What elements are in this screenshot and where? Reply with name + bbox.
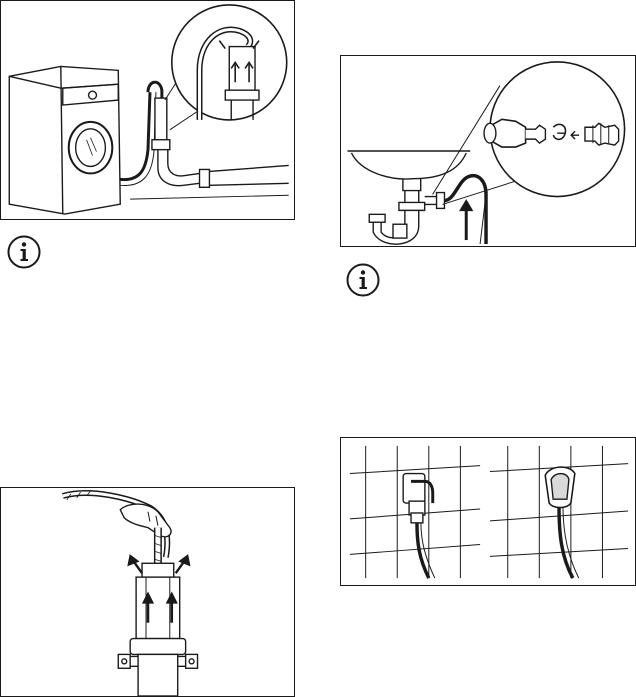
sink-trap-illustration [341, 56, 635, 246]
info-icon [6, 234, 42, 270]
info-icon [345, 262, 381, 298]
figure-wall-hose-guide [340, 437, 636, 586]
hand-standpipe-illustration [1, 488, 294, 696]
wall-hose-guide-illustration [341, 438, 635, 585]
washer-standpipe-illustration [1, 1, 294, 219]
figure-hand-standpipe [0, 487, 295, 697]
figure-washer-standpipe [0, 0, 295, 220]
figure-sink-trap [340, 55, 636, 247]
